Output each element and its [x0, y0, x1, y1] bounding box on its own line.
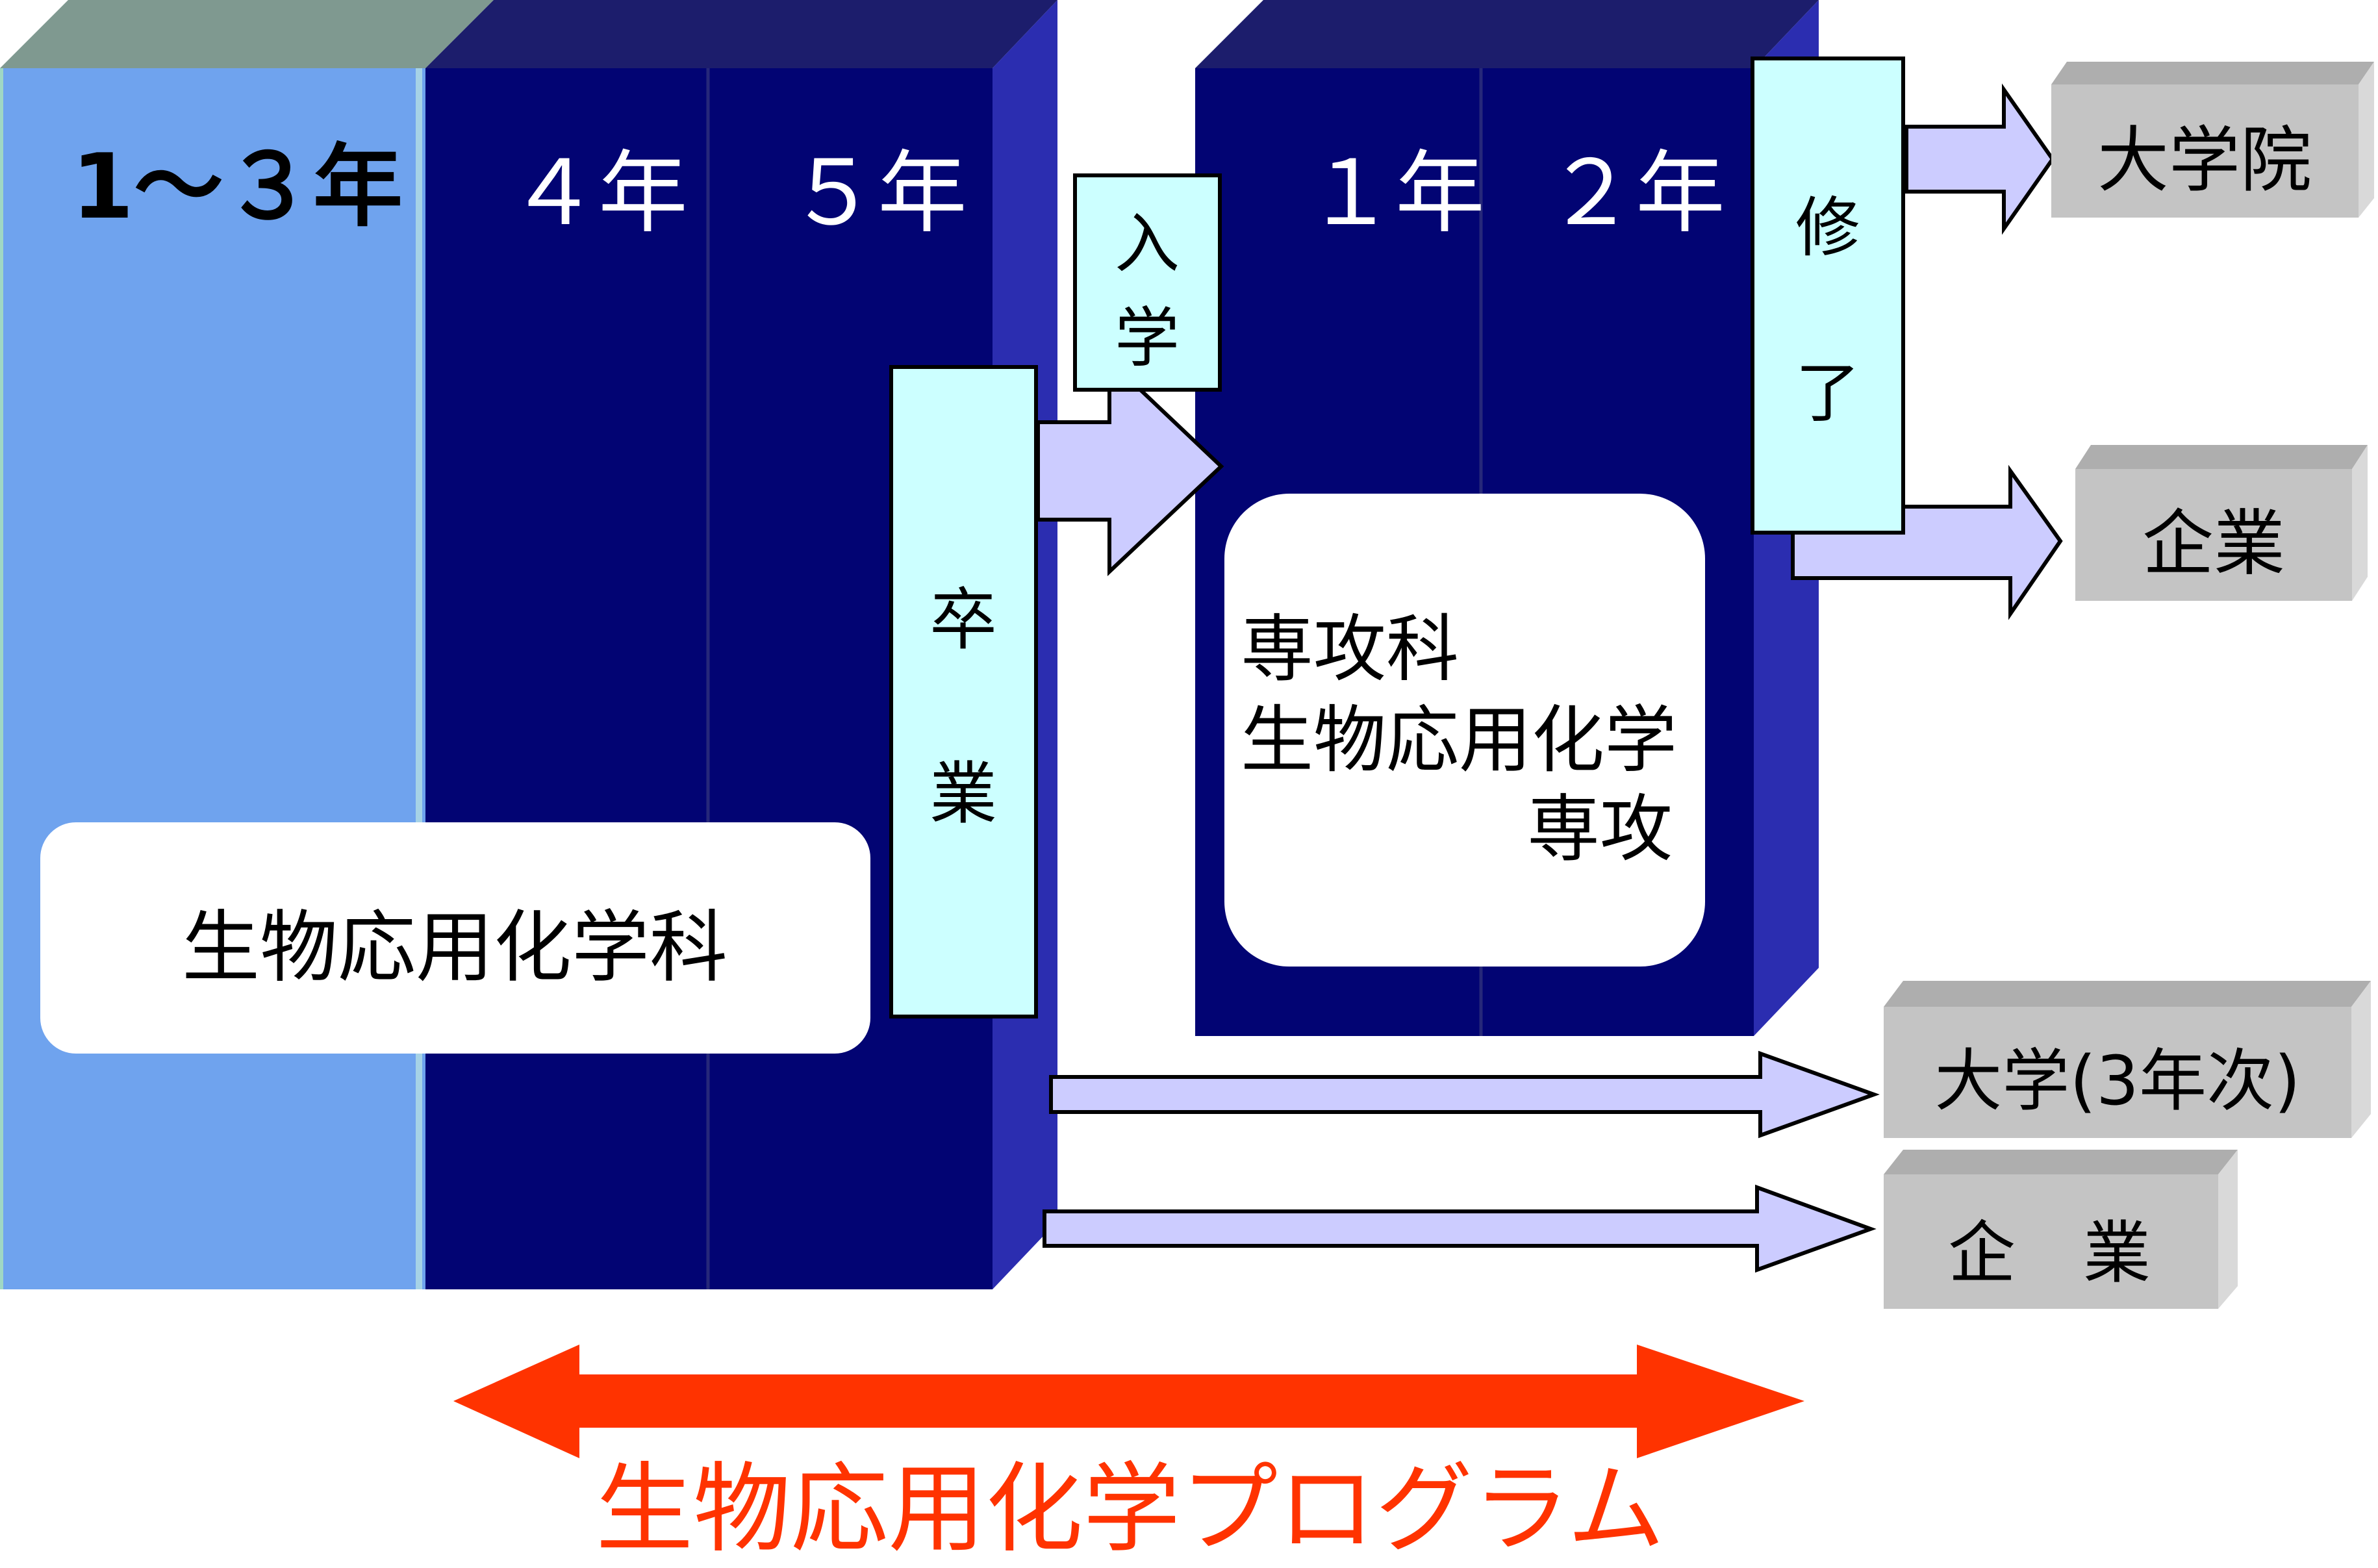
entrance-char-2: 学 — [1115, 300, 1180, 376]
block-years-1-3-face — [0, 68, 425, 1289]
label-year-4: ４年 — [509, 141, 688, 246]
block-advanced-course-top — [1195, 0, 1819, 68]
advanced-course-line-1: 専攻科 — [1241, 607, 1459, 692]
arrow-to-advanced-course — [1036, 356, 1224, 576]
arrow-to-grad-school — [1904, 83, 2055, 235]
label-year-5: ５年 — [788, 141, 967, 246]
entrance-char-1: 入 — [1115, 206, 1180, 282]
label-years-1-3: 1～３年 — [71, 134, 403, 239]
label-grad-year-1: １年 — [1306, 141, 1485, 246]
destination-company-after-completion: 企業 — [2075, 445, 2368, 601]
label-grad-year-2: ２年 — [1546, 141, 1725, 246]
destination-company-after-graduation: 企 業 — [1884, 1150, 2238, 1309]
arrow-to-university — [1049, 1050, 1880, 1139]
completion-box: 修 了 — [1751, 57, 1905, 535]
program-title: 生物応用化学プログラム — [596, 1453, 1665, 1565]
block-years-1-3: 1～３年 — [0, 0, 494, 1289]
destination-university: 大学(3年次) — [1884, 981, 2371, 1138]
destination-university-label: 大学(3年次) — [1934, 1041, 2300, 1120]
graduation-char-2: 業 — [930, 754, 997, 833]
graduation-char-1: 卒 — [930, 580, 997, 659]
destination-company-after-completion-label: 企業 — [2142, 502, 2285, 585]
block-years-4-5: ４年 ５年 — [425, 0, 1057, 1289]
graduation-box: 卒 業 — [889, 365, 1038, 1018]
program-span-arrow — [453, 1345, 1804, 1458]
department-label: 生物応用化学科 — [182, 903, 727, 993]
advanced-course-line-2: 生物応用化学 — [1241, 698, 1677, 783]
completion-char-1: 修 — [1795, 190, 1860, 266]
destination-company-after-graduation-label: 企 業 — [1948, 1213, 2151, 1293]
destination-grad-school: 大学院 — [2051, 62, 2374, 218]
arrow-to-company-after-graduation — [1043, 1184, 1877, 1273]
advanced-course-line-3: 専攻 — [1527, 787, 1673, 872]
block-years-4-5-top — [425, 0, 1057, 68]
entrance-box: 入 学 — [1073, 173, 1222, 392]
block-years-1-3-top — [0, 0, 494, 68]
advanced-course-box: 専攻科 生物応用化学 専攻 — [1224, 494, 1705, 967]
destination-grad-school-label: 大学院 — [2097, 119, 2312, 202]
department-box: 生物応用化学科 — [40, 822, 870, 1054]
completion-char-2: 了 — [1795, 355, 1860, 431]
